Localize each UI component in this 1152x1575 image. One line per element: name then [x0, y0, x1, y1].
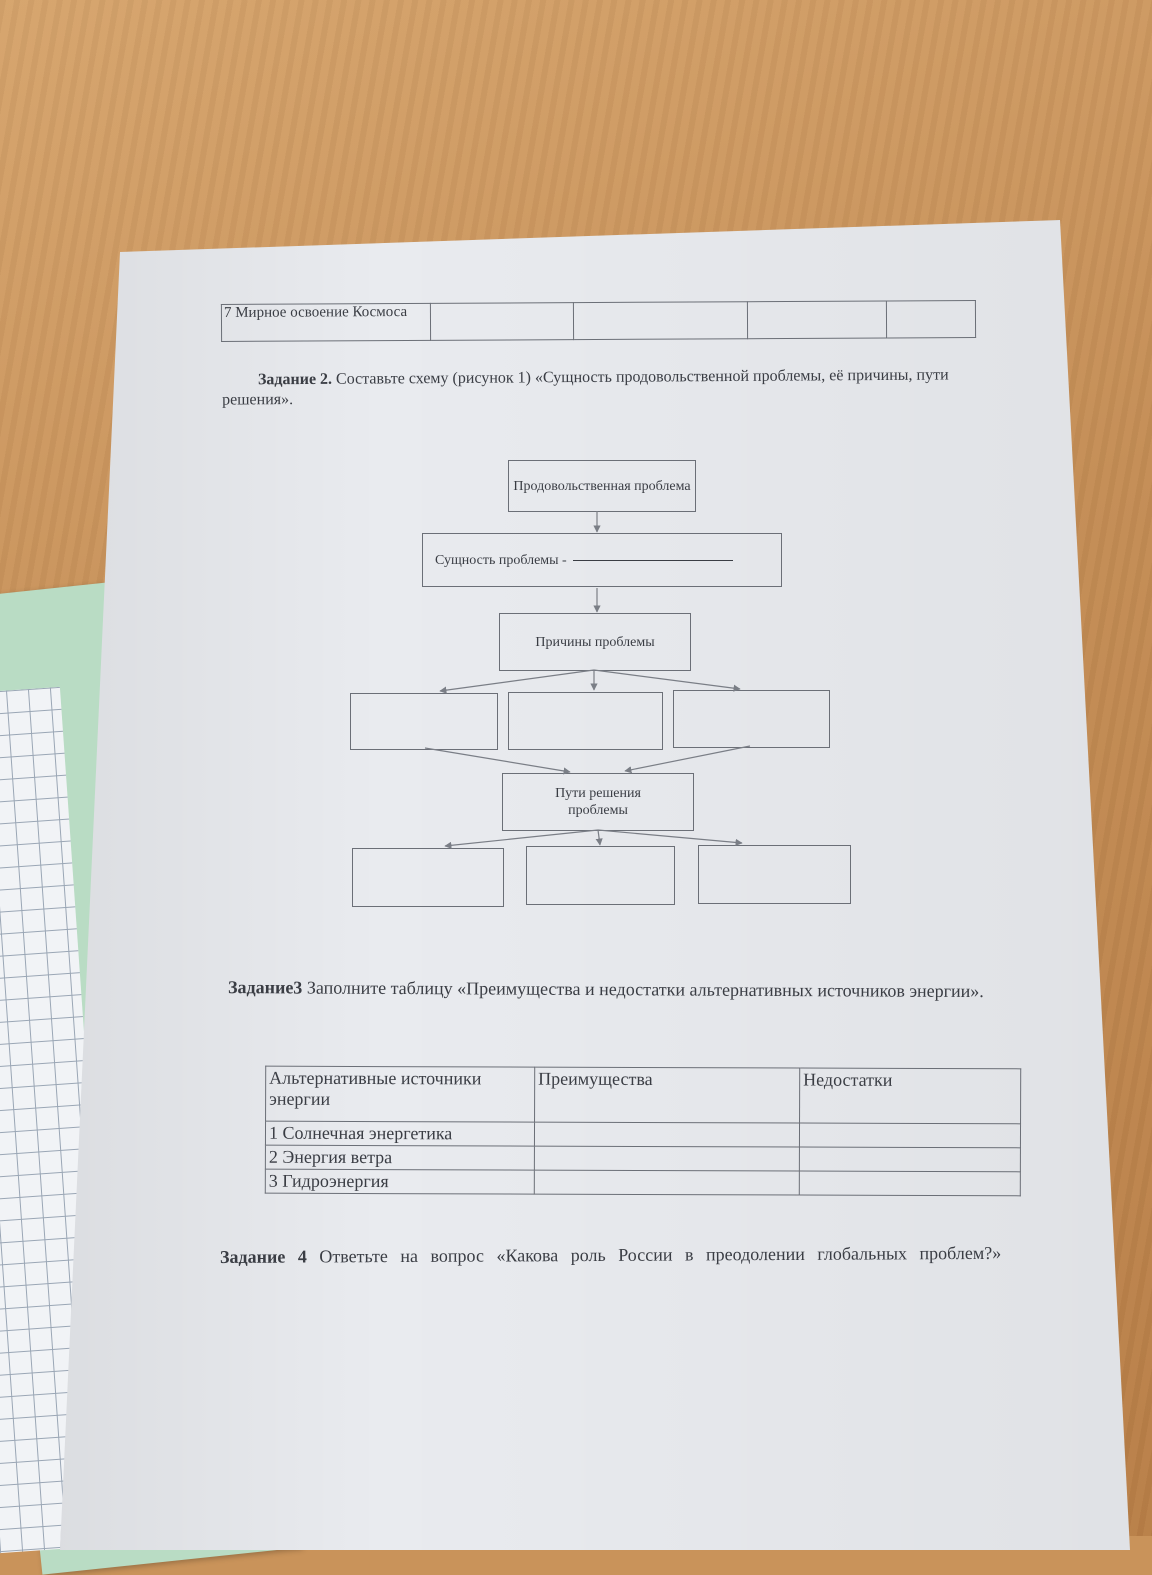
- solution-answer-box-2[interactable]: [526, 846, 675, 905]
- cause-answer-box-2[interactable]: [508, 692, 663, 750]
- diagram-causes-label: Причины проблемы: [535, 634, 655, 650]
- worksheet-paper: [60, 220, 1130, 1550]
- answer-cell[interactable]: [799, 1123, 1021, 1148]
- task4-text: Ответьте на вопрос «Какова роль России в…: [319, 1242, 1002, 1267]
- solution-answer-box-3[interactable]: [698, 845, 851, 904]
- diagram-root-label: Продовольственная проблема: [513, 478, 691, 494]
- answer-cell[interactable]: [534, 1146, 800, 1172]
- answer-cell[interactable]: [799, 1147, 1021, 1172]
- diagram-arrows: [424, 511, 751, 849]
- alternative-energy-table: Альтернативные источники энергии Преимущ…: [265, 1066, 1021, 1197]
- diagram-essence-label: Сущность проблемы -: [435, 552, 567, 568]
- diagram-root-box: Продовольственная проблема: [508, 460, 696, 512]
- cause-answer-box-3[interactable]: [673, 690, 830, 748]
- table-row: 3 Гидроэнергия: [265, 1169, 1021, 1196]
- table-row: 1 Солнечная энергетика: [265, 1121, 1021, 1148]
- answer-cell[interactable]: [534, 1170, 800, 1196]
- header-disadvantages: Недостатки: [799, 1068, 1021, 1124]
- solution-answer-box-1[interactable]: [352, 848, 504, 907]
- worksheet-content: 7 Мирное освоение Космоса Задание 2. Сос…: [168, 300, 1021, 1272]
- answer-cell[interactable]: [799, 1171, 1021, 1196]
- task4-paragraph: Задание 4 Ответьте на вопрос «Какова рол…: [168, 1238, 1018, 1272]
- table-row: 2 Энергия ветра: [265, 1145, 1021, 1172]
- cause-answer-box-1[interactable]: [350, 693, 498, 750]
- header-sources: Альтернативные источники энергии: [265, 1066, 535, 1123]
- task3-heading: Задание3: [227, 977, 303, 998]
- task3-text: Заполните таблицу «Преимущества и недост…: [306, 977, 984, 1002]
- diagram-essence-box: Сущность проблемы -: [422, 533, 782, 587]
- task3-paragraph: Задание3 Заполните таблицу «Преимущества…: [172, 974, 1002, 1004]
- answer-cell[interactable]: [534, 1122, 800, 1148]
- row-solar: 1 Солнечная энергетика: [265, 1121, 535, 1147]
- row-wind: 2 Энергия ветра: [265, 1145, 535, 1171]
- diagram-solutions-label: Пути решения проблемы: [555, 786, 641, 818]
- answer-blank-line[interactable]: [572, 559, 733, 561]
- table-header-row: Альтернативные источники энергии Преимущ…: [265, 1066, 1021, 1124]
- row-hydro: 3 Гидроэнергия: [265, 1169, 535, 1195]
- header-advantages: Преимущества: [534, 1067, 800, 1124]
- task4-heading: Задание 4: [219, 1246, 307, 1267]
